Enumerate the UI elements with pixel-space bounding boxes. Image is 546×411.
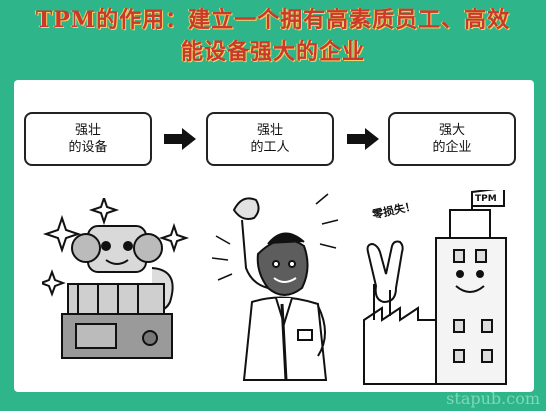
sparkle-icon: [38, 269, 66, 297]
step-1-line-2: 的设备: [68, 140, 108, 155]
strong-worker-illustration: [211, 184, 342, 388]
factory-illustration: [354, 186, 524, 394]
watermark: stapub.com: [446, 389, 540, 408]
step-3-line-2: 的企业: [432, 140, 472, 155]
sparkle-icon: [88, 194, 120, 226]
title-line-1: TPM的作用：建立一个拥有高素质员工、高效: [35, 7, 511, 33]
title-line-2: 能设备强大的企业: [180, 39, 365, 65]
step-2-line-2: 的工人: [250, 140, 290, 155]
robot-machine-illustration: [38, 194, 192, 382]
right-arrow-icon: [164, 128, 196, 154]
diagram-panel: 强壮 的设备 强壮 的工人 强大 的企业: [14, 80, 534, 392]
step-box-strong-equipment: 强壮 的设备: [24, 112, 152, 166]
step-box-strong-worker: 强壮 的工人: [206, 112, 334, 166]
sparkle-icon: [158, 222, 190, 254]
step-1-line-1: 强壮: [74, 123, 101, 138]
step-box-strong-enterprise: 强大 的企业: [388, 112, 516, 166]
sparkle-icon: [42, 214, 82, 254]
step-2-line-1: 强壮: [256, 123, 283, 138]
tpm-flag-label: TPM: [475, 194, 497, 204]
right-arrow-icon: [347, 128, 379, 154]
victory-hand-icon: [366, 240, 404, 304]
page-title: TPM的作用：建立一个拥有高素质员工、高效 能设备强大的企业: [8, 4, 538, 68]
step-3-line-1: 强大: [438, 123, 465, 138]
